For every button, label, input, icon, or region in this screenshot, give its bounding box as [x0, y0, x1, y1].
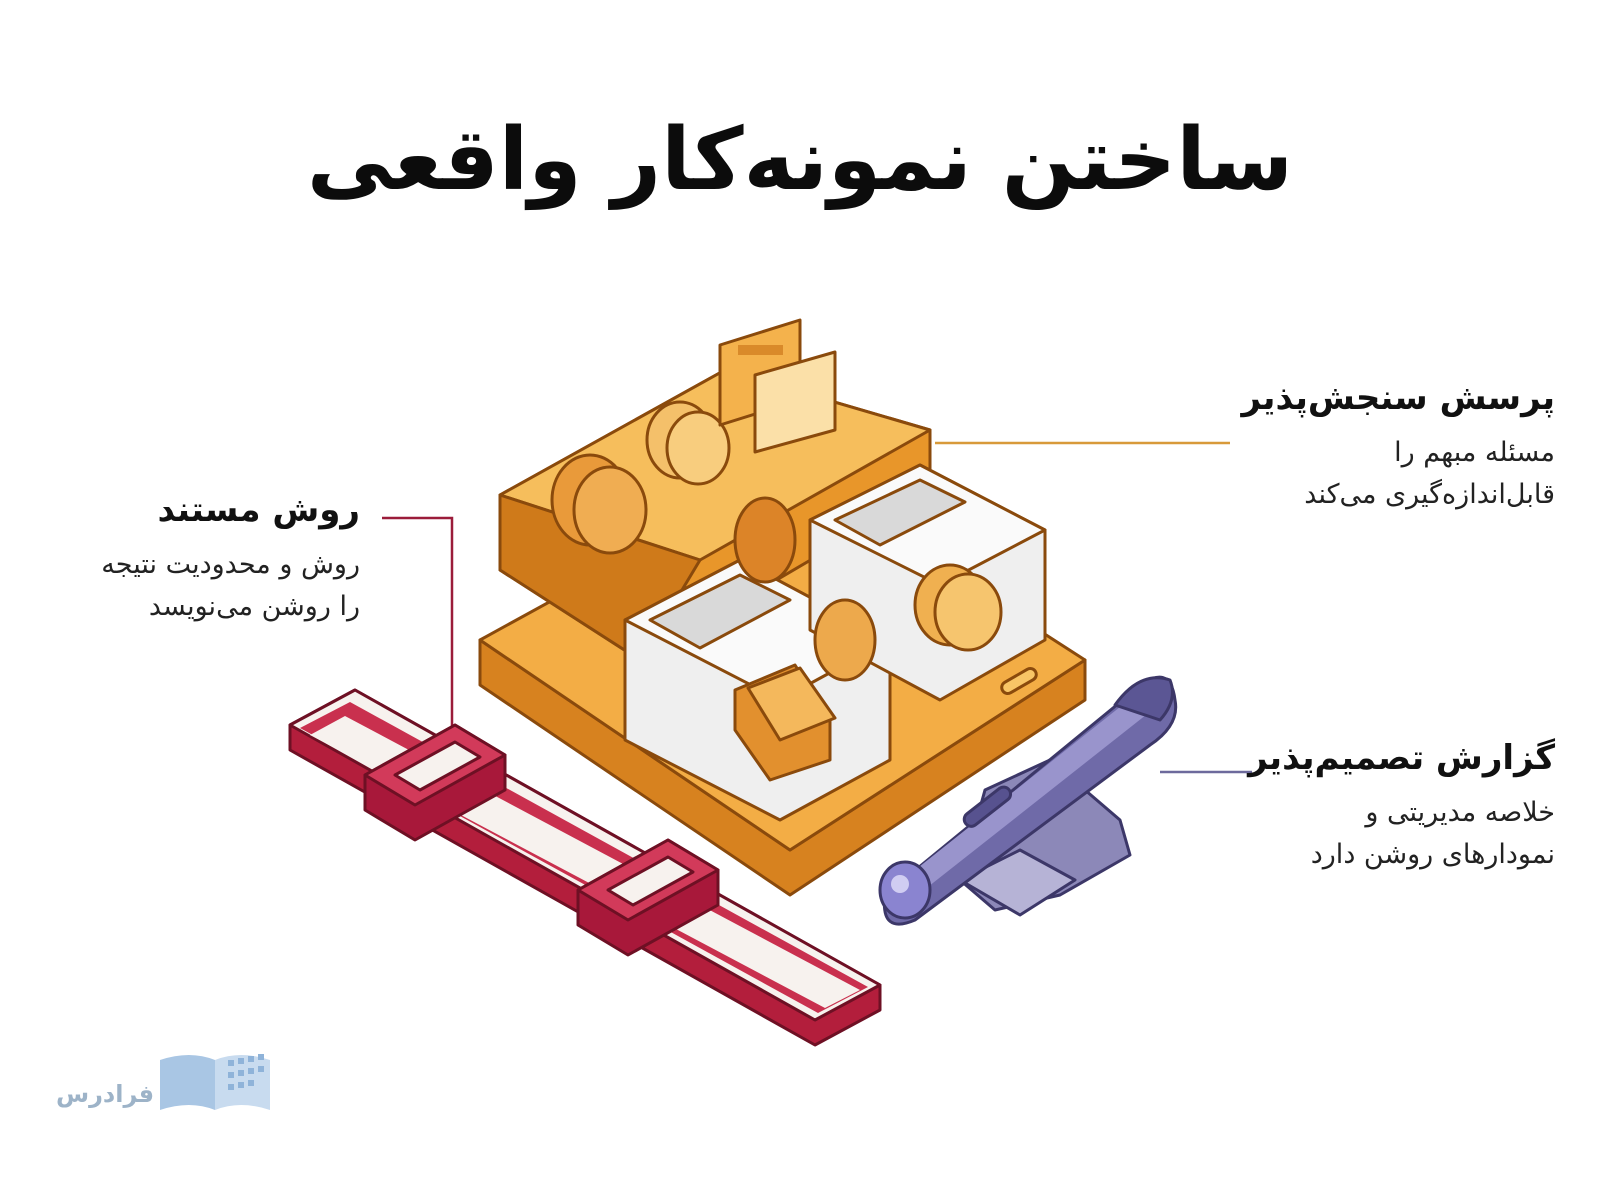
ruler-icon [288, 688, 882, 1047]
callout-description-line1: خلاصه مدیریتی و [1365, 797, 1555, 828]
leader-line-method [382, 516, 454, 740]
callout-heading: گزارش تصمیم‌پذیر [1248, 738, 1555, 778]
callout-measurable-question: پرسش سنجش‌پذیر مسئله مبهم را قابل‌اندازه… [1195, 378, 1555, 516]
logo-book-icon [160, 1054, 270, 1110]
callout-description-line2: نمودارهای روشن دارد [1310, 838, 1555, 870]
callout-heading: روش مستند [157, 490, 360, 530]
organizer-tray-icon [478, 318, 1087, 897]
callout-heading: پرسش سنجش‌پذیر [1241, 378, 1555, 418]
brand-logo-text: فرادرس [56, 1080, 155, 1108]
callout-description-line2: را روشن می‌نویسد [148, 590, 360, 622]
callout-description-line1: مسئله مبهم را [1394, 437, 1555, 468]
page-title: ساختن نمونه‌کار واقعی [306, 110, 1294, 210]
callout-documented-method: روش مستند روش و محدودیت نتیجه را روشن می… [30, 490, 360, 628]
callout-description-line2: قابل‌اندازه‌گیری می‌کند [1304, 478, 1555, 510]
callout-description-line1: روش و محدودیت نتیجه [101, 549, 360, 580]
callout-decision-report: گزارش تصمیم‌پذیر خلاصه مدیریتی و نموداره… [1175, 738, 1555, 876]
pen-stand-icon [878, 675, 1178, 926]
